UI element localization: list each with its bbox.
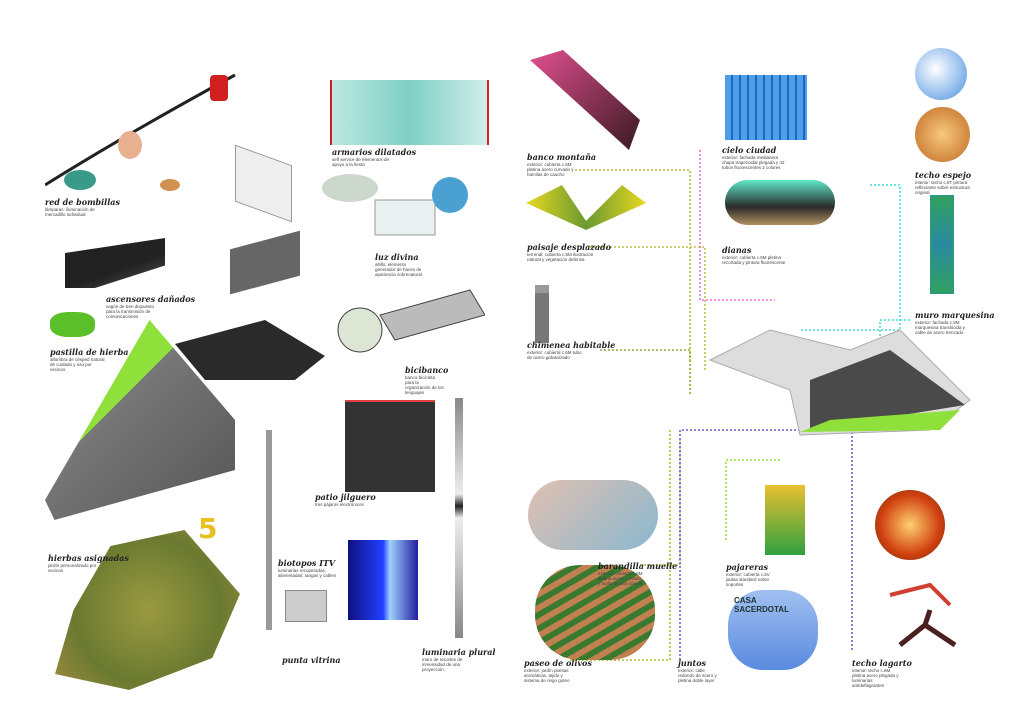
marquee-wall-image [930, 195, 954, 294]
lamp-fixture-image [880, 575, 965, 655]
red-installation-image [345, 400, 435, 492]
grass-pad-image [50, 312, 95, 337]
wooden-ceiling-image [915, 107, 970, 162]
pole-image [455, 398, 463, 638]
connector-paisaje [590, 246, 706, 370]
bicibench-image [335, 285, 486, 360]
connector-paseo [570, 430, 671, 661]
orange-light-image [875, 490, 945, 560]
blue-light-box-image [348, 540, 418, 620]
connector-banco-montana [575, 169, 691, 360]
railing-image [528, 480, 658, 550]
olive-walk-image [535, 565, 655, 660]
connector-techo-espejo [800, 184, 901, 331]
casa-sacerdotal-image: CASA SACERDOTAL [728, 590, 818, 670]
sign-casa: CASA [734, 596, 757, 605]
birdhouses-image [765, 485, 805, 555]
connector-cielo [699, 150, 775, 301]
divine-light-image [320, 170, 480, 240]
central-model-image [700, 320, 975, 440]
connector-chimenea [600, 349, 691, 395]
sign-5: 5 [198, 512, 218, 545]
targets-image [725, 180, 835, 225]
wardrobe-image [330, 80, 489, 145]
label-punta-vitrina: punta vitrina [282, 655, 341, 665]
city-sky-image [725, 75, 807, 140]
lamp-post-image [266, 430, 272, 630]
bulb-string-image [44, 45, 245, 195]
sign-sacerdotal: SACERDOTAL [734, 605, 789, 614]
connector-barandilla [640, 440, 681, 566]
junction-box-image [285, 590, 327, 622]
connector-pajareras [725, 459, 780, 540]
sky-circle-image [915, 48, 967, 100]
chimney-image [535, 285, 549, 343]
connector-juntos [679, 429, 880, 660]
